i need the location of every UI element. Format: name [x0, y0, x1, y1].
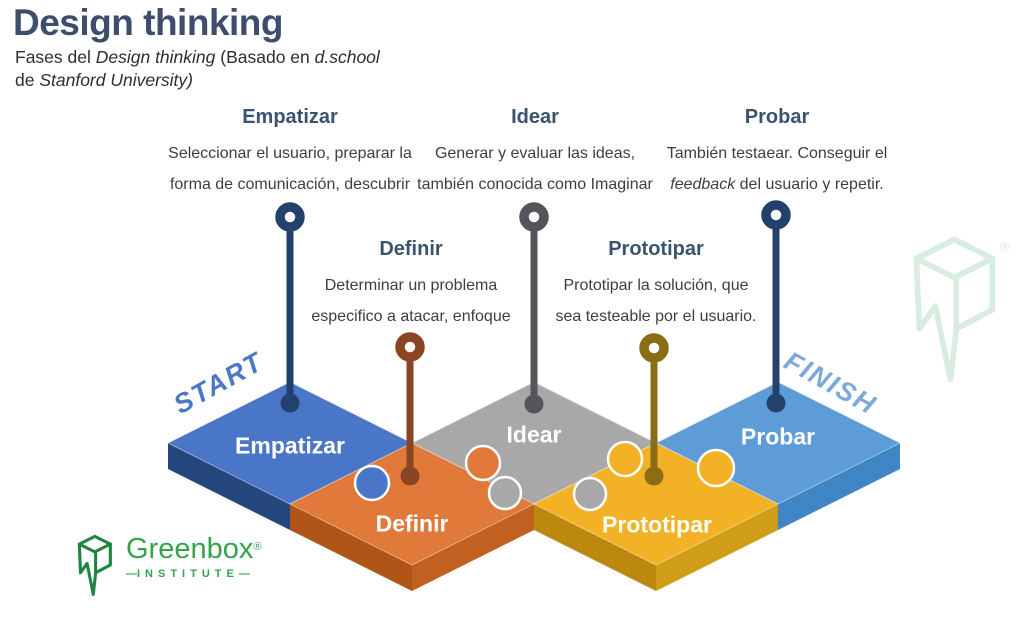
pin-idear	[519, 202, 549, 414]
piece-label-definir: Definir	[375, 510, 449, 537]
pin-empatizar-dot	[280, 393, 300, 413]
subtitle-line-2: de Stanford University)	[15, 70, 193, 90]
pin-idear-dot	[524, 394, 544, 414]
phase-heading-probar: Probar	[744, 106, 810, 128]
prototipar-side-left	[534, 504, 656, 591]
pin-probar-ring	[761, 200, 791, 230]
phase-heading-empatizar: Empatizar	[242, 106, 338, 128]
knob-prototipar-into-idear	[606, 440, 644, 478]
watermark-registered-mark: ®	[1000, 239, 1010, 254]
pin-prototipar-dot	[644, 466, 664, 486]
phase-block-probar: Probar También testaear. Conseguir el fe…	[607, 106, 947, 200]
pin-probar-dot	[766, 393, 786, 413]
definir-side-left	[290, 504, 412, 591]
probar-side-right	[778, 443, 900, 530]
registered-mark: ®	[253, 541, 262, 553]
definir-side-right	[412, 504, 534, 591]
phase-description-prototipar: Prototipar la solución, que sea testeabl…	[555, 277, 757, 325]
phase-heading-prototipar: Prototipar	[608, 238, 704, 260]
pin-definir-dot	[400, 466, 420, 486]
greenbox-institute-label: —INSTITUTE—	[126, 568, 250, 580]
knob-idear-into-definir	[487, 475, 523, 511]
page-title: Design thinking	[13, 2, 284, 43]
phase-block-idear: Idear Generar y evaluar las ideas, tambi…	[365, 106, 705, 200]
phase-description-definir: Determinar un problema especifico a atac…	[311, 277, 511, 325]
phase-block-prototipar: Prototipar Prototipar la solución, que s…	[486, 238, 826, 332]
phase-heading-idear: Idear	[511, 106, 559, 128]
greenbox-cube-icon	[77, 534, 112, 596]
piece-label-idear: Idear	[506, 421, 562, 448]
phase-block-definir: Definir Determinar un problema especific…	[241, 238, 581, 332]
page-subtitle: Fases del Design thinking (Basado en d.s…	[15, 46, 380, 92]
phase-description-probar: También testaear. Conseguir el feedback …	[666, 145, 888, 193]
empatizar-side-left	[168, 443, 290, 530]
greenbox-wordmark: Greenbox® —INSTITUTE—	[126, 533, 262, 580]
greenbox-logo: Greenbox® —INSTITUTE—	[74, 534, 261, 596]
pin-prototipar	[639, 333, 669, 486]
phase-description-idear: Generar y evaluar las ideas, también con…	[417, 145, 653, 193]
watermark-cube-icon: ®	[913, 236, 1010, 382]
pin-idear-ring	[519, 202, 549, 232]
phase-description-empatizar: Seleccionar el usuario, preparar la form…	[168, 145, 412, 193]
pin-empatizar	[275, 202, 305, 413]
knob-idear-into-prototipar	[572, 476, 608, 512]
piece-label-probar: Probar	[740, 423, 816, 450]
pin-definir	[395, 332, 425, 486]
prototipar-side-right	[656, 504, 778, 591]
pin-probar	[761, 200, 791, 413]
pin-prototipar-ring	[639, 333, 669, 363]
pin-empatizar-ring	[275, 202, 305, 232]
piece-label-empatizar: Empatizar	[235, 432, 345, 459]
phase-heading-definir: Definir	[379, 238, 443, 260]
pin-definir-ring	[395, 332, 425, 362]
piece-label-prototipar: Prototipar	[602, 511, 712, 538]
subtitle-line-1: Fases del Design thinking (Basado en d.s…	[15, 47, 380, 67]
knob-prototipar-into-probar	[696, 448, 736, 488]
phase-block-empatizar: Empatizar Seleccionar el usuario, prepar…	[120, 106, 460, 200]
knob-empatizar-into-definir	[353, 464, 391, 502]
knob-definir-into-idear	[464, 444, 502, 482]
